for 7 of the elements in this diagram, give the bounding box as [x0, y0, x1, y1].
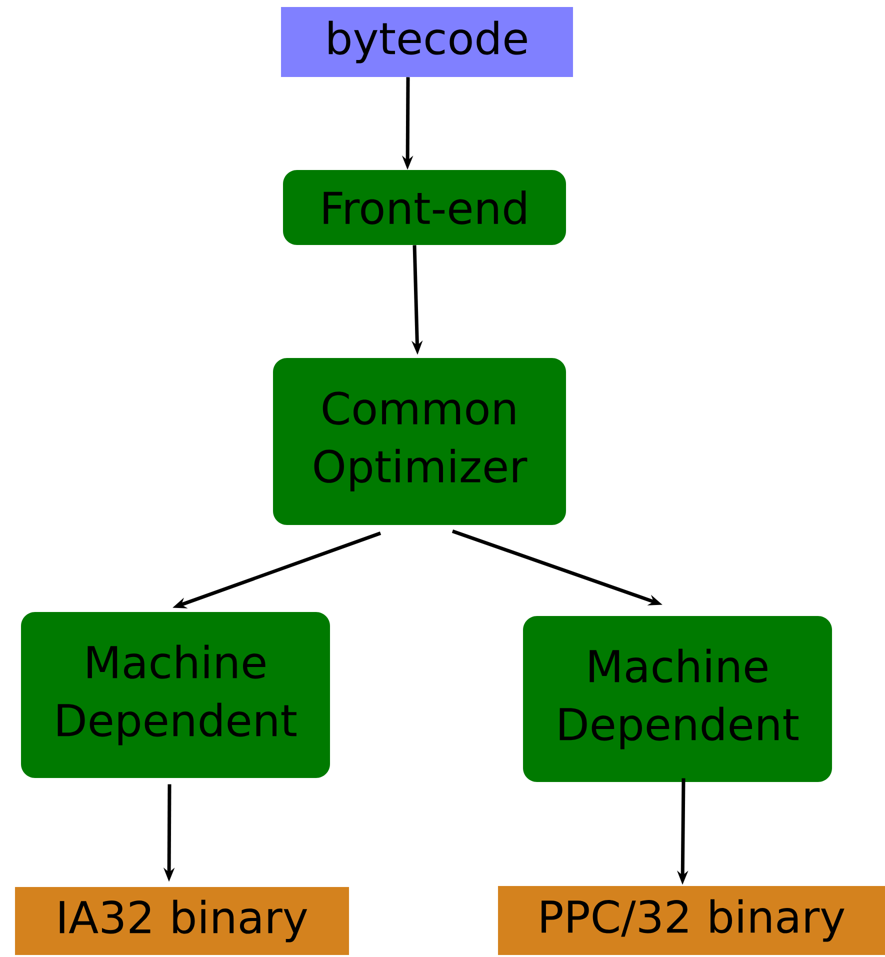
output-box: IA32 binary — [15, 887, 349, 955]
stage-box: Machine Dependent — [21, 612, 330, 778]
output-box: PPC/32 binary — [498, 886, 885, 955]
stage-box: Front-end — [283, 170, 566, 245]
stage-box: Machine Dependent — [523, 616, 832, 782]
input-box: bytecode — [281, 7, 573, 77]
stage-box: Common Optimizer — [273, 358, 566, 525]
